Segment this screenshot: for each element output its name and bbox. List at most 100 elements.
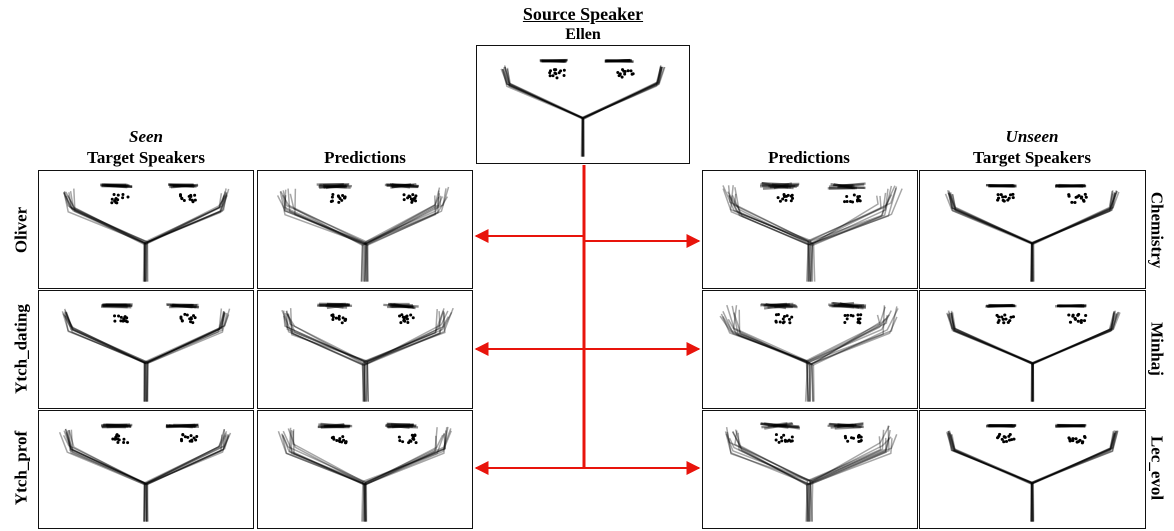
arm-trace (287, 428, 447, 486)
keypoint-dot (116, 437, 120, 441)
unseen-target-pose-lec-evol (919, 410, 1146, 529)
keypoint-dot (843, 321, 847, 325)
hand-trace (391, 303, 419, 308)
keypoint-dot (1002, 321, 1006, 325)
hand-trace (168, 423, 199, 428)
keypoint-dot (781, 317, 785, 321)
torso-trace (143, 243, 147, 282)
keypoint-dot (996, 193, 1000, 197)
hand-trace (1056, 423, 1086, 428)
arm-trace (946, 312, 1121, 365)
source-pose-panel (476, 45, 690, 164)
arm-trace (65, 195, 228, 245)
hand-trace (827, 423, 857, 428)
keypoint-dot (782, 192, 786, 196)
hand-trace (169, 184, 194, 188)
arm-trace (724, 431, 892, 483)
hand-trace (393, 302, 415, 309)
hand-trace (106, 424, 128, 429)
hand-trace (390, 423, 413, 429)
keypoint-dot (330, 195, 334, 199)
hand-trace (985, 303, 1015, 308)
arm-trace (281, 309, 449, 366)
keypoint-dot (124, 319, 128, 323)
keypoint-dot (1084, 313, 1088, 317)
keypoint-dot (1001, 195, 1005, 199)
keypoint-dot (413, 433, 417, 437)
keypoint-dot (116, 440, 120, 444)
torso-trace (811, 364, 814, 402)
keypoint-dot (195, 435, 199, 439)
hand-trace (1056, 304, 1087, 308)
arm-trace (727, 310, 892, 363)
keypoint-dot (562, 74, 566, 78)
keypoint-dot (332, 437, 336, 441)
torso-trace (366, 244, 369, 282)
arm-trace (64, 428, 229, 485)
keypoint-dot (1006, 321, 1010, 325)
keypoint-dot (116, 193, 120, 197)
torso-trace (366, 361, 369, 402)
keypoint-dot (402, 193, 406, 197)
keypoint-dot (338, 197, 342, 201)
keypoint-dot (410, 433, 414, 437)
arm-trace (726, 304, 887, 366)
hand-trace (323, 183, 344, 189)
keypoint-dot (123, 315, 127, 319)
keypoint-dot (549, 69, 553, 73)
unseen-label: Unseen (1005, 127, 1059, 146)
torso-trace (143, 482, 146, 522)
arm-trace (68, 429, 228, 485)
hand-trace (390, 184, 419, 189)
hand-trace (1058, 184, 1083, 188)
arm-trace (285, 310, 445, 363)
hand-trace (165, 424, 197, 429)
keypoint-dot (190, 198, 194, 202)
arm-trace (68, 429, 227, 485)
seen-target-pose-oliver (38, 170, 254, 289)
hand-trace (319, 184, 347, 190)
keypoint-dot (789, 199, 793, 203)
hand-trace (103, 303, 131, 307)
hand-trace (317, 303, 350, 308)
hand-trace (773, 421, 788, 427)
hand-trace (166, 303, 198, 307)
keypoint-dot (401, 440, 405, 444)
hand-trace (761, 423, 788, 429)
arm-trace (281, 433, 438, 485)
hand-trace (106, 184, 133, 188)
keypoint-dot (856, 320, 860, 324)
unseen-target-pose-chemistry (919, 170, 1146, 289)
keypoint-dot (1070, 200, 1074, 204)
arm-trace (281, 433, 446, 484)
keypoint-dot (343, 318, 347, 322)
arm-trace (733, 193, 882, 244)
keypoint-dot (783, 438, 787, 442)
keypoint-dot (1079, 196, 1083, 200)
keypoint-dot (407, 441, 411, 445)
keypoint-dot (111, 437, 115, 441)
hand-trace (101, 183, 129, 188)
keypoint-dot (855, 199, 859, 203)
hand-trace (171, 303, 193, 308)
torso-trace (807, 483, 810, 522)
keypoint-dot (787, 317, 791, 321)
arm-trace (62, 312, 226, 365)
hand-trace (761, 181, 789, 186)
arm-trace (722, 306, 898, 363)
right-predictions-header: Predictions (768, 148, 850, 167)
keypoint-dot (1068, 320, 1073, 324)
keypoint-dot (337, 314, 341, 318)
keypoint-dot (774, 438, 778, 442)
torso-trace (144, 243, 148, 282)
torso-trace (363, 361, 366, 402)
torso-trace (362, 483, 366, 522)
hand-trace (605, 58, 631, 63)
arm-trace (950, 311, 1115, 364)
keypoint-dot (1007, 434, 1011, 438)
source-speaker-name: Ellen (565, 26, 601, 43)
arm-trace (283, 190, 440, 247)
keypoint-dot (1002, 440, 1006, 444)
keypoint-dot (1003, 313, 1007, 317)
keypoint-dot (858, 317, 862, 321)
